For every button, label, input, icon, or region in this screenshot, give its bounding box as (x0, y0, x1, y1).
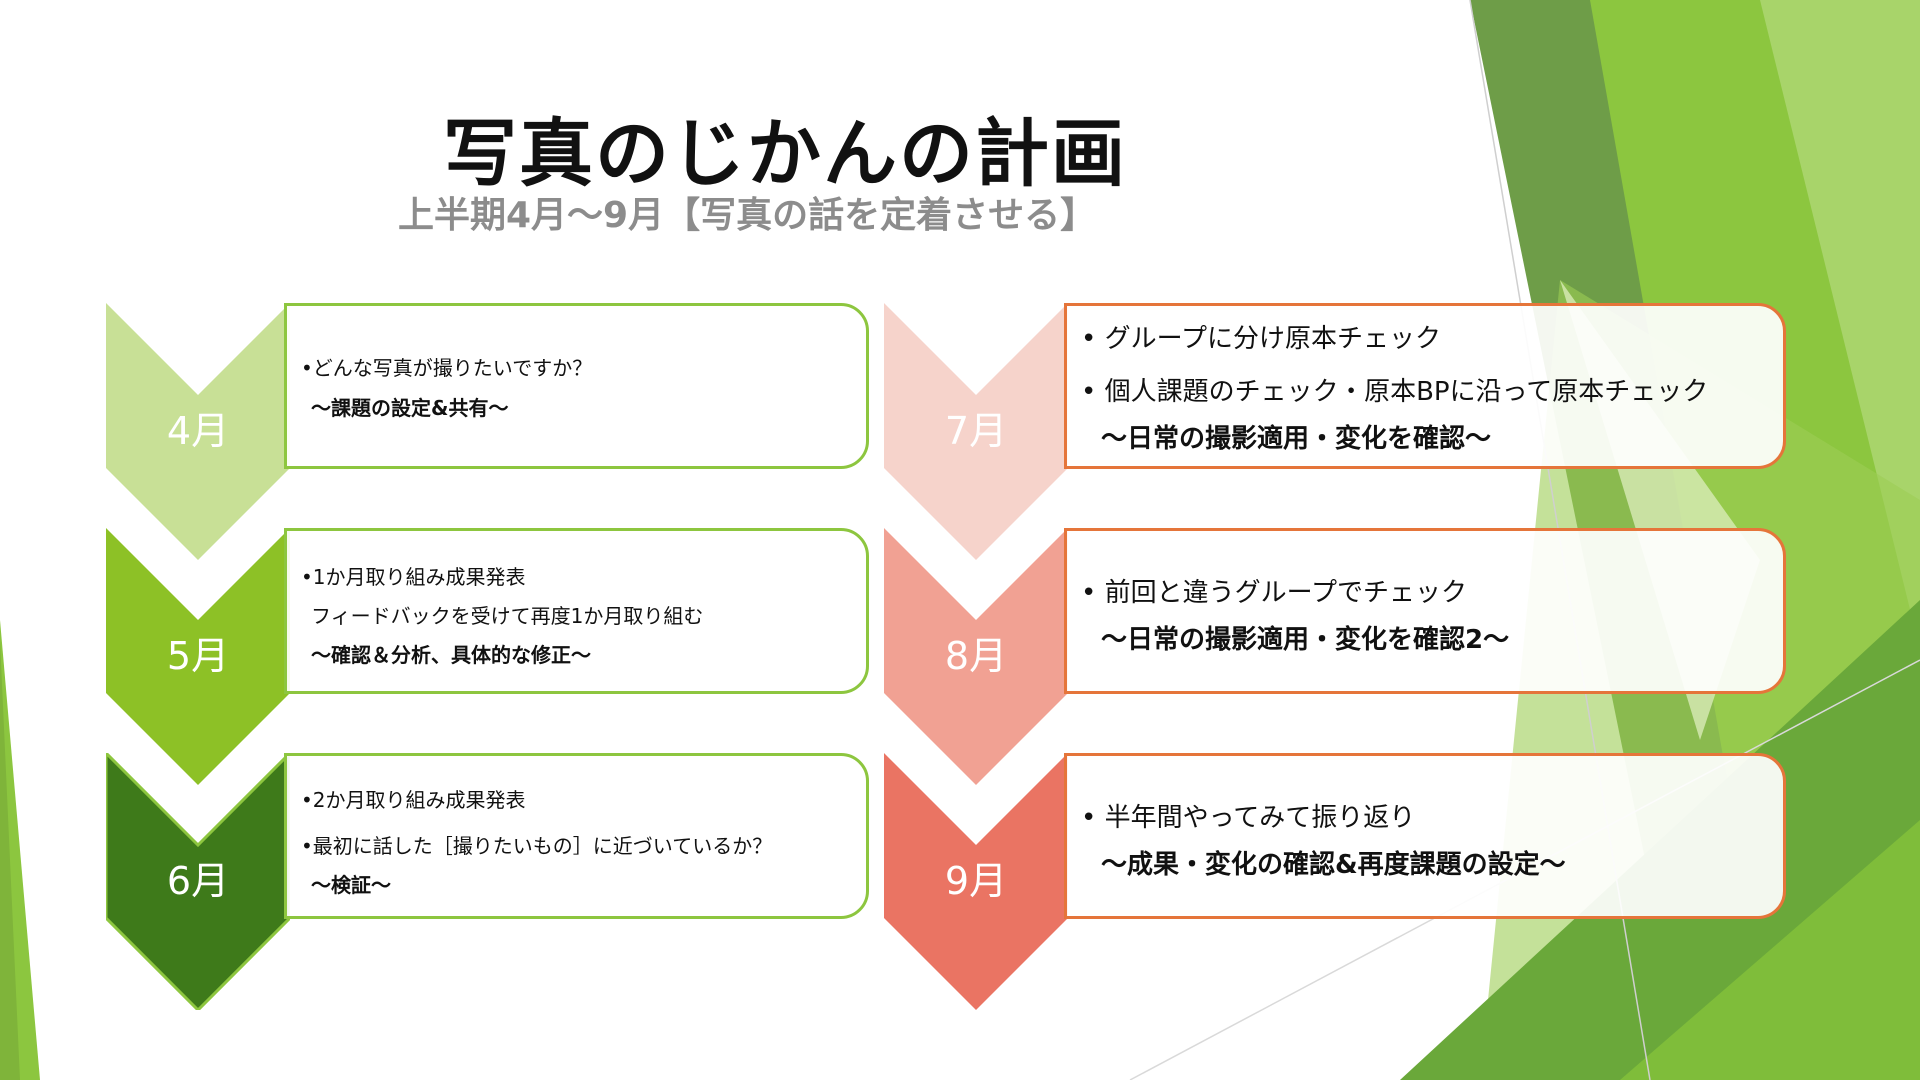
card-april-line-2: ～課題の設定&共有～ (311, 396, 509, 420)
chevron-august: 8月 (884, 528, 1068, 785)
card-september-line-1: • 半年間やってみて振り返り (1081, 803, 1416, 833)
month-label-september: 9月 (944, 859, 1008, 903)
card-july-line-1: • グループに分け原本チェック (1081, 324, 1442, 354)
card-july: • グループに分け原本チェック • 個人課題のチェック・原本BPに沿って原本チェ… (1064, 303, 1786, 469)
card-may-line-3: ～確認＆分析、具体的な修正～ (311, 643, 591, 667)
card-july-line-2: • 個人課題のチェック・原本BPに沿って原本チェック (1081, 377, 1709, 407)
card-june-line-3: ～検証～ (311, 873, 391, 897)
month-label-june: 6月 (166, 859, 230, 903)
card-april: •どんな写真が撮りたいですか？ ～課題の設定&共有～ (284, 303, 869, 469)
page-subtitle: 上半期4月～9月【写真の話を定着させる】 (398, 195, 1097, 236)
card-may-line-2: フィードバックを受けて再度1か月取り組む (311, 604, 704, 628)
card-july-line-3: ～日常の撮影適用・変化を確認～ (1101, 424, 1492, 454)
card-august-line-1: • 前回と違うグループでチェック (1081, 578, 1468, 608)
card-august-line-2: ～日常の撮影適用・変化を確認2～ (1101, 625, 1510, 655)
chevron-july: 7月 (884, 303, 1068, 560)
card-september-line-2: ～成果・変化の確認&再度課題の設定～ (1101, 850, 1566, 880)
card-april-line-1: •どんな写真が撮りたいですか？ (301, 356, 593, 380)
month-label-august: 8月 (944, 634, 1008, 678)
chevron-june: 6月 (106, 753, 290, 1010)
card-september: • 半年間やってみて振り返り ～成果・変化の確認&再度課題の設定～ (1064, 753, 1786, 919)
page-title: 写真のじかんの計画 (443, 111, 1127, 197)
card-june: •2か月取り組み成果発表 •最初に話した［撮りたいもの］に近づいているか？ ～検… (284, 753, 869, 919)
chevron-september: 9月 (884, 753, 1068, 1010)
chevron-april: 4月 (106, 303, 290, 560)
month-label-july: 7月 (944, 409, 1008, 453)
month-label-april: 4月 (166, 409, 230, 453)
card-august: • 前回と違うグループでチェック ～日常の撮影適用・変化を確認2～ (1064, 528, 1786, 694)
card-june-line-2: •最初に話した［撮りたいもの］に近づいているか？ (301, 834, 773, 858)
month-label-may: 5月 (166, 634, 230, 678)
card-june-line-1: •2か月取り組み成果発表 (301, 788, 526, 812)
chevron-may: 5月 (106, 528, 290, 785)
card-may-line-1: •1か月取り組み成果発表 (301, 565, 526, 589)
card-may: •1か月取り組み成果発表 フィードバックを受けて再度1か月取り組む ～確認＆分析… (284, 528, 869, 694)
